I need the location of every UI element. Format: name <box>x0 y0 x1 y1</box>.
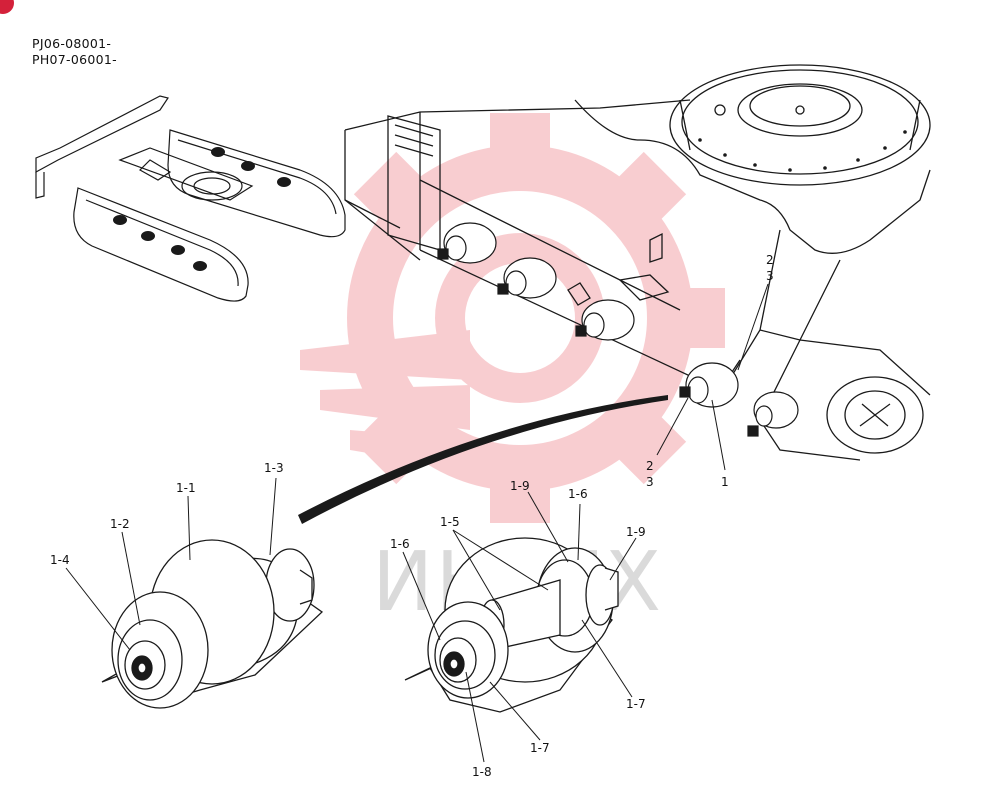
corner-badge <box>0 0 14 14</box>
callout-3-top: 3 <box>766 269 774 283</box>
overview-undercarriage <box>35 95 346 302</box>
callout-1-5: 1-5 <box>440 515 460 529</box>
serial-number-1: PJ06-08001- <box>32 36 112 51</box>
callout-1-8: 1-8 <box>472 765 492 779</box>
leader-lines <box>65 283 769 763</box>
callout-1-6-left: 1-6 <box>390 537 410 551</box>
callout-1-4: 1-4 <box>50 553 70 567</box>
callout-2-bottom: 2 <box>646 459 654 473</box>
callout-3-bottom: 3 <box>646 475 654 489</box>
serial-number-2: PH07-06001- <box>32 52 117 67</box>
watermark-logo <box>300 113 725 523</box>
roller-assembly-section <box>404 537 619 713</box>
callout-1-9-right: 1-9 <box>626 525 646 539</box>
roller-assembly-exterior <box>101 539 324 709</box>
frame-rollers <box>437 222 799 437</box>
callout-1-9-left: 1-9 <box>510 479 530 493</box>
callout-1-7-right: 1-7 <box>626 697 646 711</box>
callout-1-6-right: 1-6 <box>568 487 588 501</box>
callout-1-7-bottom: 1-7 <box>530 741 550 755</box>
overview-rollers <box>113 147 291 271</box>
callout-1-1: 1-1 <box>176 481 196 495</box>
callout-1-2: 1-2 <box>110 517 130 531</box>
callout-2-top: 2 <box>766 253 774 267</box>
callout-1-3: 1-3 <box>264 461 284 475</box>
callout-1: 1 <box>721 475 729 489</box>
